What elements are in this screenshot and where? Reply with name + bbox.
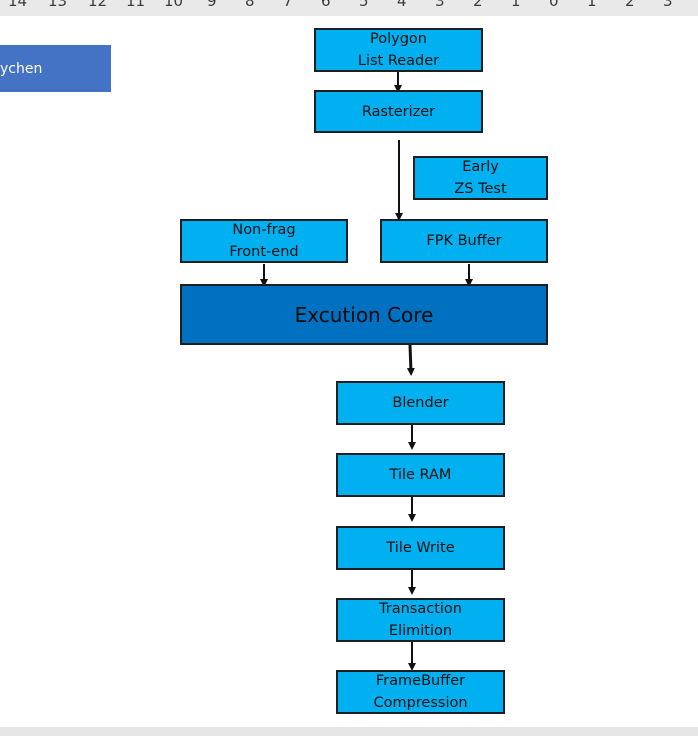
ruler-tick: 14 bbox=[8, 0, 28, 10]
polygon-list-reader-block[interactable]: Polygon List Reader bbox=[314, 28, 483, 72]
execution-core-block[interactable]: Excution Core bbox=[180, 284, 548, 345]
ruler-tick: 3 bbox=[663, 0, 673, 10]
comment-author-label: ychen bbox=[0, 60, 43, 77]
ruler-tick: 11 bbox=[126, 0, 146, 10]
ruler-tick: 12 bbox=[88, 0, 108, 10]
horizontal-ruler: 14 13 12 11 10 9 8 7 6 5 4 3 2 1 0 1 2 3 bbox=[0, 0, 698, 16]
comment-author-tag[interactable]: ychen bbox=[0, 45, 111, 92]
framebuffer-compression-block[interactable]: FrameBuffer Compression bbox=[336, 670, 505, 714]
ruler-tick: 3 bbox=[435, 0, 445, 10]
ruler-tick: 7 bbox=[283, 0, 293, 10]
ruler-tick: 5 bbox=[359, 0, 369, 10]
ruler-tick: 2 bbox=[473, 0, 483, 10]
tile-ram-block[interactable]: Tile RAM bbox=[336, 453, 505, 497]
ruler-tick: 13 bbox=[48, 0, 68, 10]
arrow-core-to-blender bbox=[406, 344, 415, 376]
ruler-tick: 6 bbox=[321, 0, 331, 10]
bottom-scroll-bar[interactable] bbox=[0, 727, 698, 736]
early-zs-test-block[interactable]: Early ZS Test bbox=[413, 156, 548, 200]
ruler-tick: 0 bbox=[549, 0, 559, 10]
blender-block[interactable]: Blender bbox=[336, 381, 505, 425]
ruler-tick: 8 bbox=[245, 0, 255, 10]
ruler-tick: 4 bbox=[397, 0, 407, 10]
ruler-tick: 2 bbox=[625, 0, 635, 10]
ruler-tick: 1 bbox=[587, 0, 597, 10]
fpk-buffer-block[interactable]: FPK Buffer bbox=[380, 219, 548, 263]
tile-write-block[interactable]: Tile Write bbox=[336, 526, 505, 570]
transaction-elimination-block[interactable]: Transaction Elimition bbox=[336, 598, 505, 642]
ruler-tick: 1 bbox=[511, 0, 521, 10]
ruler-tick: 9 bbox=[207, 0, 217, 10]
non-frag-front-end-block[interactable]: Non-frag Front-end bbox=[180, 219, 348, 263]
rasterizer-block[interactable]: Rasterizer bbox=[314, 90, 483, 133]
ruler-tick: 10 bbox=[164, 0, 184, 10]
